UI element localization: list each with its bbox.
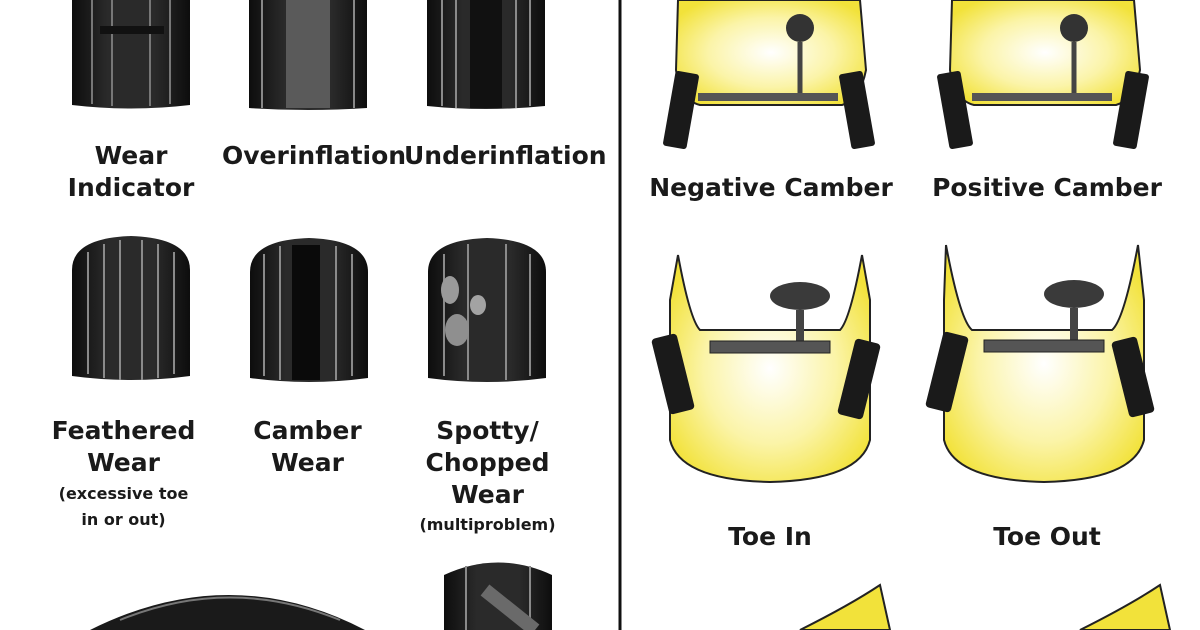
feathered-note-line2: in or out)	[81, 510, 166, 529]
camber-wear-line1: Camber	[253, 416, 362, 445]
underinflation-label: Underinflation	[404, 141, 607, 170]
camber-wear-label: Camber Wear	[230, 415, 385, 479]
feathered-line2: Wear	[87, 448, 160, 477]
camber-wear-line2: Wear	[271, 448, 344, 477]
feathered-wear-tire-icon	[72, 236, 190, 380]
spotty-line1: Spotty/	[436, 416, 539, 445]
overinflation-tire-icon	[249, 0, 367, 110]
feathered-wear-label: Feathered Wear	[46, 415, 201, 479]
positive-camber-label: Positive Camber	[932, 173, 1162, 202]
spotty-line3: Wear	[451, 480, 524, 509]
wear-indicator-line2: Indicator	[67, 173, 195, 202]
toe-out-car-icon	[925, 244, 1155, 484]
wear-indicator-label: Wear Indicator	[51, 140, 211, 204]
toe-in-label: Toe In	[728, 522, 812, 551]
spotty-wear-note: (multiproblem)	[419, 515, 556, 534]
overinflation-label: Overinflation	[222, 141, 407, 170]
bottom-tread-tire-icon	[444, 562, 552, 630]
wear-indicator-tire-icon	[72, 0, 190, 109]
spotty-wear-tire-icon	[428, 238, 546, 382]
toe-in-car-icon	[651, 254, 881, 484]
feathered-note-line1: (excessive toe	[58, 484, 189, 503]
camber-wear-tire-icon	[250, 238, 368, 382]
toe-out-label: Toe Out	[993, 522, 1101, 551]
positive-camber-car-icon	[937, 0, 1149, 150]
bottom-car-left-icon	[799, 583, 892, 630]
negative-camber-car-icon	[663, 0, 875, 150]
wear-indicator-line1: Wear	[94, 141, 168, 170]
negative-camber-label: Negative Camber	[649, 173, 893, 202]
spotty-line2: Chopped	[425, 448, 550, 477]
feathered-line1: Feathered	[51, 416, 196, 445]
underinflation-tire-icon	[427, 0, 545, 109]
bottom-tire-icon	[90, 595, 365, 630]
spotty-wear-label: Spotty/ Chopped Wear	[410, 415, 565, 511]
feathered-wear-note: (excessive toe in or out)	[46, 481, 201, 533]
bottom-car-right-icon	[1079, 583, 1172, 630]
